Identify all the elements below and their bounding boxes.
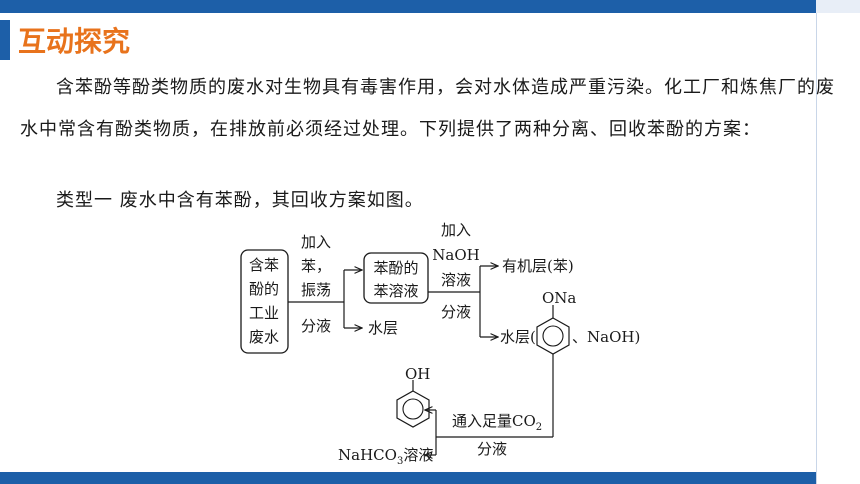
step3-after: 分液 <box>477 440 507 458</box>
water-layer-2-suffix: 、NaOH) <box>572 328 640 346</box>
sodium-phenoxide-structure <box>536 305 570 355</box>
oh-label: OH <box>405 365 430 383</box>
co2-prefix: 通入足量CO <box>452 412 536 430</box>
nahco3-subscript: 3 <box>397 456 403 467</box>
box1-line-2: 酚的 <box>249 280 279 298</box>
bottom-accent-bar <box>0 472 816 484</box>
nahco3-label: NaHCO3溶液 <box>338 446 433 467</box>
step2-line-1: 加入 <box>441 221 471 239</box>
top-accent-bar <box>0 0 860 13</box>
right-margin-line <box>816 13 860 484</box>
box1-line-3: 工业 <box>249 304 279 322</box>
section-title: 互动探究 <box>0 20 130 60</box>
water-layer-1: 水层 <box>368 319 398 337</box>
step1-line-2: 苯， <box>301 257 331 275</box>
box1-line-4: 废水 <box>249 328 279 346</box>
box1-line-1: 含苯 <box>249 256 279 274</box>
step2-after: 分液 <box>441 303 471 321</box>
nahco3-suffix: 溶液 <box>403 446 433 464</box>
box2-line-2: 苯溶液 <box>373 282 418 300</box>
top-bar-notch <box>816 0 860 13</box>
title-text: 互动探究 <box>18 25 131 58</box>
water-layer-2-prefix: 水层( <box>500 328 536 346</box>
step1-after: 分液 <box>301 317 331 335</box>
organic-layer: 有机层(苯) <box>502 257 574 275</box>
title-accent-block <box>0 20 10 60</box>
co2-label: 通入足量CO2 <box>452 412 542 433</box>
step1-line-3: 振荡 <box>301 281 331 299</box>
type-one-line: 类型一 废水中含有苯酚，其回收方案如图。 <box>56 190 424 211</box>
box2-line-1: 苯酚的 <box>373 259 418 277</box>
ona-label: ONa <box>542 289 576 307</box>
step2-line-3: 溶液 <box>441 271 471 289</box>
step1-line-1: 加入 <box>301 233 331 251</box>
phenol-structure <box>396 380 430 428</box>
phenol-benzene-box <box>363 252 429 304</box>
co2-subscript: 2 <box>536 422 542 433</box>
step2-line-2: NaOH <box>432 246 479 264</box>
nahco3-prefix: NaHCO <box>338 446 397 464</box>
intro-paragraph: 含苯酚等酚类物质的废水对生物具有毒害作用，会对水体造成严重污染。化工厂和炼焦厂的… <box>20 77 835 140</box>
